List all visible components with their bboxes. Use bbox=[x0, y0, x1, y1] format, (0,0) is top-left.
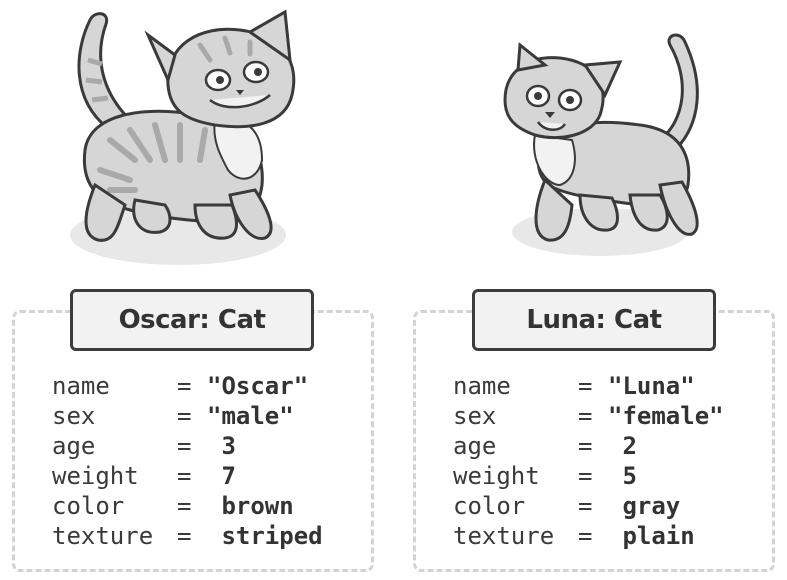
attr-row: color = gray bbox=[453, 491, 724, 521]
attr-value: brown bbox=[207, 492, 294, 520]
attr-row: weight = 5 bbox=[453, 461, 724, 491]
attr-row: age = 3 bbox=[52, 431, 323, 461]
attr-key: weight bbox=[52, 462, 139, 490]
attr-value: "male" bbox=[207, 402, 294, 430]
attr-key: texture bbox=[453, 522, 555, 550]
attr-row: texture = striped bbox=[52, 521, 323, 551]
attr-eq: = bbox=[177, 462, 192, 490]
oscar-title-box: Oscar: Cat bbox=[70, 289, 314, 351]
attr-value: 5 bbox=[608, 462, 637, 490]
oscar-title: Oscar: Cat bbox=[118, 305, 266, 335]
attr-eq: = bbox=[177, 432, 192, 460]
attr-eq: = bbox=[177, 372, 192, 400]
attr-value: striped bbox=[207, 522, 323, 550]
attr-value: 2 bbox=[608, 432, 637, 460]
attr-eq: = bbox=[578, 372, 593, 400]
attr-row: name = "Luna" bbox=[453, 371, 724, 401]
attr-key: color bbox=[453, 492, 526, 520]
attr-row: sex = "female" bbox=[453, 401, 724, 431]
attr-key: name bbox=[453, 372, 511, 400]
attr-eq: = bbox=[177, 492, 192, 520]
attr-eq: = bbox=[578, 462, 593, 490]
attr-eq: = bbox=[578, 402, 593, 430]
attr-key: name bbox=[52, 372, 110, 400]
oscar-attributes: name = "Oscar" sex = "male" age = 3 weight = 7… bbox=[52, 371, 323, 551]
attr-value: plain bbox=[608, 522, 695, 550]
attr-row: age = 2 bbox=[453, 431, 724, 461]
oscar-cat-illustration bbox=[70, 9, 699, 265]
attr-row: name = "Oscar" bbox=[52, 371, 323, 401]
attr-eq: = bbox=[177, 522, 192, 550]
attr-eq: = bbox=[578, 432, 593, 460]
attr-key: color bbox=[52, 492, 125, 520]
attr-value: "Oscar" bbox=[207, 372, 309, 400]
attr-key: age bbox=[453, 432, 497, 460]
attr-row: sex = "male" bbox=[52, 401, 323, 431]
attr-value: "female" bbox=[608, 402, 724, 430]
attr-key: age bbox=[52, 432, 96, 460]
attr-row: weight = 7 bbox=[52, 461, 323, 491]
attr-eq: = bbox=[578, 522, 593, 550]
attr-key: sex bbox=[52, 402, 96, 430]
luna-title: Luna: Cat bbox=[526, 305, 662, 335]
attr-value: "Luna" bbox=[608, 372, 695, 400]
luna-title-box: Luna: Cat bbox=[472, 289, 716, 351]
attr-value: 7 bbox=[207, 462, 236, 490]
attr-eq: = bbox=[177, 402, 192, 430]
attr-key: sex bbox=[453, 402, 497, 430]
attr-row: texture = plain bbox=[453, 521, 724, 551]
attr-eq: = bbox=[578, 492, 593, 520]
attr-row: color = brown bbox=[52, 491, 323, 521]
attr-key: weight bbox=[453, 462, 540, 490]
luna-attributes: name = "Luna" sex = "female" age = 2 weight = … bbox=[453, 371, 724, 551]
attr-value: gray bbox=[608, 492, 681, 520]
attr-value: 3 bbox=[207, 432, 236, 460]
attr-key: texture bbox=[52, 522, 154, 550]
